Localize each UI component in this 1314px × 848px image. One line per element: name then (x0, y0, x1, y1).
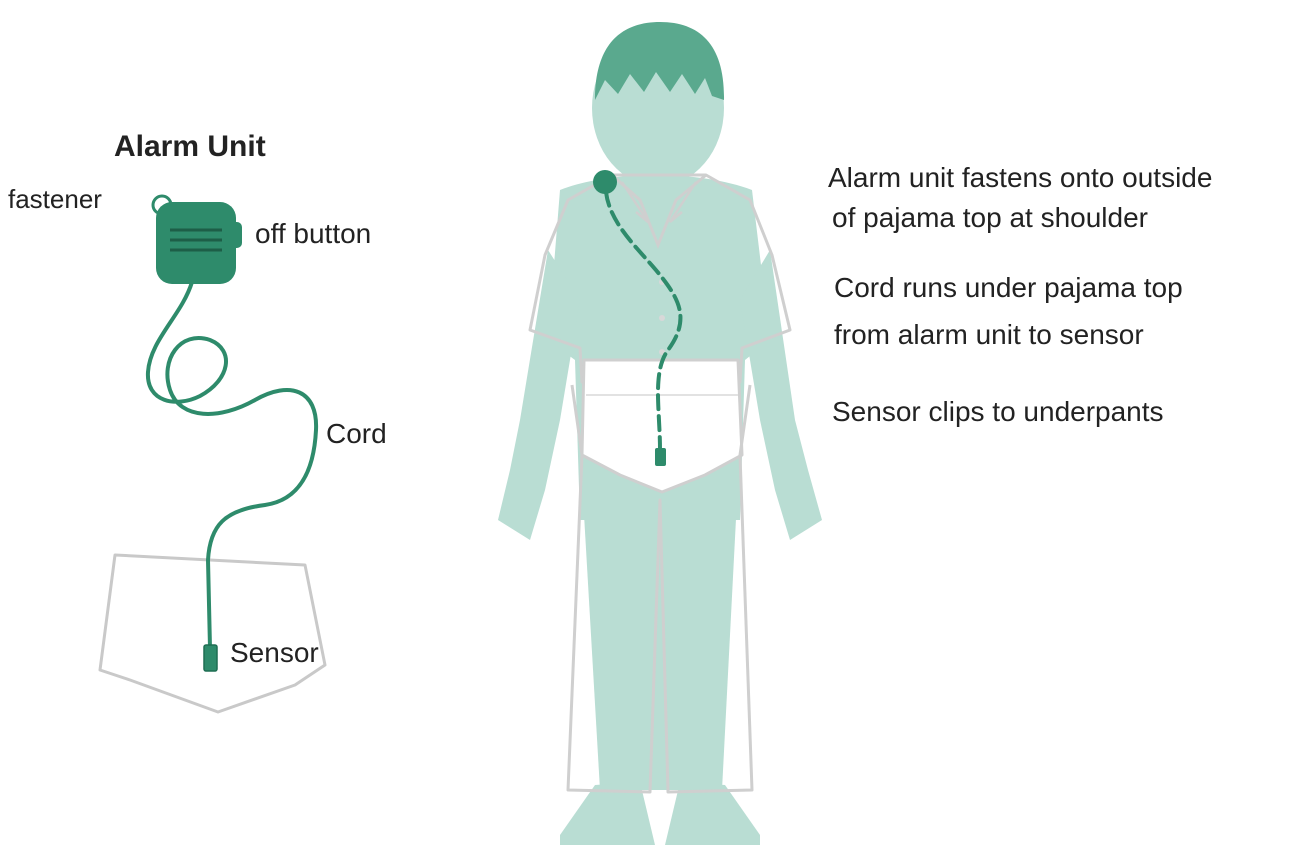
child-figure-icon (498, 22, 822, 845)
alarm-unit-body (156, 202, 236, 284)
left-panel (100, 196, 325, 712)
child-sensor (655, 448, 666, 466)
alarm-unit-description-line-2: of pajama top at shoulder (832, 198, 1148, 238)
cord-label: Cord (326, 418, 387, 450)
sensor-label: Sensor (230, 637, 319, 669)
alarm-unit-title: Alarm Unit (114, 130, 266, 164)
off-button-label: off button (255, 218, 371, 250)
cord-description-line-1: Cord runs under pajama top (834, 268, 1183, 308)
sensor-description: Sensor clips to underpants (832, 392, 1164, 432)
cord-description-line-2: from alarm unit to sensor (834, 315, 1144, 355)
child-alarm-unit (593, 170, 617, 194)
alarm-unit-icon (153, 196, 242, 284)
underpants-icon (100, 555, 325, 712)
sensor-icon (204, 645, 217, 671)
alarm-unit-description-line-1: Alarm unit fastens onto outside (828, 158, 1212, 198)
fastener-label: fastener (8, 184, 102, 215)
